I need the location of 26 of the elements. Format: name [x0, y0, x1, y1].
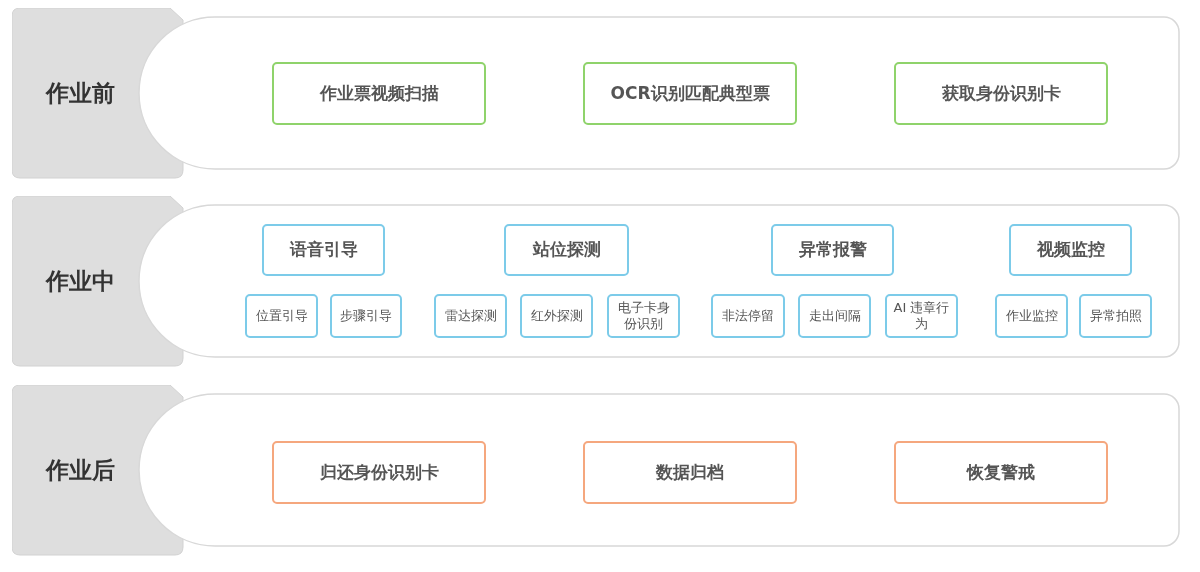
stage-band: [12, 385, 1182, 557]
stage-title: 作业前: [44, 79, 116, 108]
sub-task-card: 步骤引导: [330, 294, 402, 338]
sub-task-card: AI 违章行为: [885, 294, 958, 338]
sub-task-card: 作业监控: [995, 294, 1068, 338]
task-card: 归还身份识别卡: [272, 441, 486, 504]
sub-task-card: 电子卡身份识别: [607, 294, 680, 338]
sub-task-card: 非法停留: [711, 294, 785, 338]
stage-title: 作业后: [44, 456, 116, 485]
sub-task-card: 红外探测: [520, 294, 593, 338]
stage-title: 作业中: [44, 267, 116, 296]
task-card: 站位探测: [504, 224, 629, 276]
task-card: 语音引导: [262, 224, 385, 276]
sub-task-card: 走出间隔: [798, 294, 871, 338]
task-card: 数据归档: [583, 441, 797, 504]
task-card: 视频监控: [1009, 224, 1132, 276]
sub-task-card: 异常拍照: [1079, 294, 1152, 338]
task-card: 作业票视频扫描: [272, 62, 486, 125]
stage-band: [12, 196, 1182, 368]
task-card: 异常报警: [771, 224, 894, 276]
stage-band: [12, 8, 1182, 180]
task-card: OCR识别匹配典型票: [583, 62, 797, 125]
sub-task-card: 位置引导: [245, 294, 318, 338]
task-card: 获取身份识别卡: [894, 62, 1108, 125]
task-card: 恢复警戒: [894, 441, 1108, 504]
sub-task-card: 雷达探测: [434, 294, 507, 338]
